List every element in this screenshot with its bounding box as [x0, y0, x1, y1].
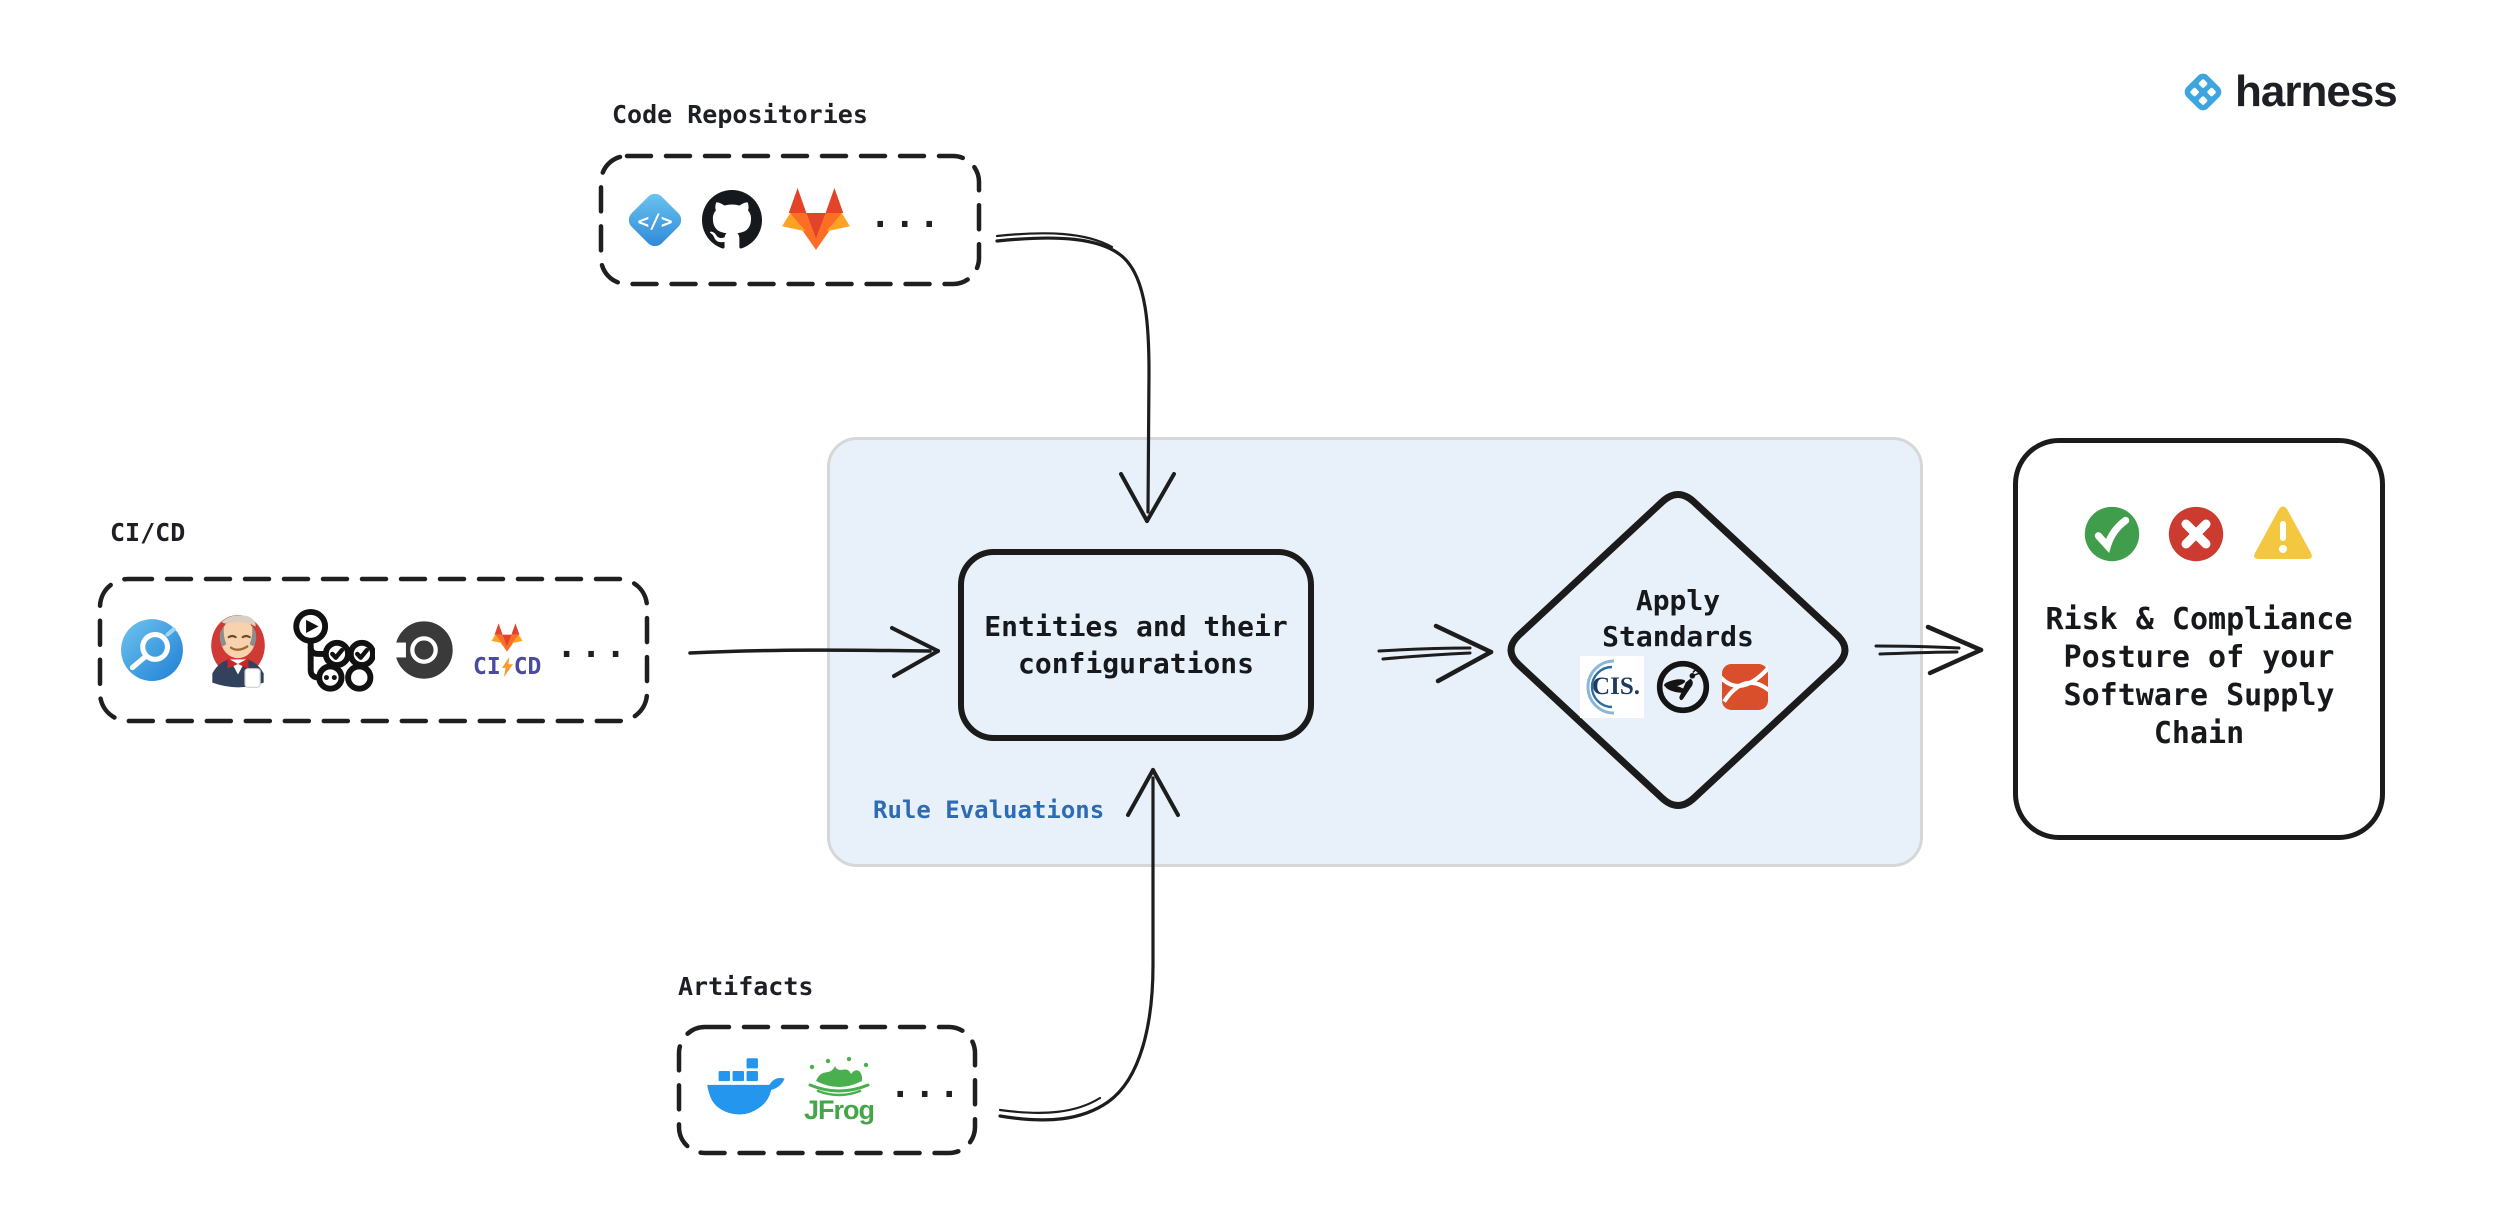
- github-actions-icon: [293, 608, 375, 692]
- jfrog-icon: JFrog: [802, 1056, 876, 1125]
- github-icon: [702, 190, 762, 249]
- gitlab-cicd-icon: CI CD: [473, 622, 541, 679]
- standards-logos-row: CIS.: [1580, 656, 1768, 718]
- gitlab-ci-text: CI: [473, 653, 501, 680]
- owasp-icon: [1656, 660, 1710, 714]
- cis-text: CIS.: [1592, 673, 1640, 700]
- code-repositories-box: </> ...: [598, 153, 982, 287]
- artifacts-box: JFrog ...: [676, 1024, 978, 1156]
- outcome-box: Risk & Compliance Posture of your Softwa…: [2013, 438, 2385, 840]
- docker-icon: [707, 1058, 785, 1115]
- brand-wordmark: harness: [2235, 67, 2398, 116]
- gitlab-cd-text: CD: [513, 653, 542, 680]
- harness-ci-icon: [121, 619, 183, 681]
- cis-arcs: [1586, 659, 1615, 715]
- cross-circle-icon: [2168, 506, 2224, 562]
- cicd-label: CI/CD: [110, 518, 186, 547]
- apply-standards-diamond: [1507, 491, 1849, 809]
- apply-standards-text: Apply Standards: [1602, 584, 1754, 653]
- entities-node: Entities and their configurations: [958, 549, 1314, 741]
- entities-text: Entities and their configurations: [984, 610, 1288, 680]
- harness-code-icon: </>: [628, 193, 682, 247]
- ribbon-standard-icon: [1722, 664, 1768, 710]
- code-repositories-label: Code Repositories: [612, 100, 868, 129]
- gitlab-fox-icon: [491, 622, 523, 652]
- more-ellipsis: ...: [556, 626, 630, 666]
- more-ellipsis: ...: [890, 1066, 964, 1106]
- gitlab-icon: [782, 187, 850, 250]
- jenkins-icon: [211, 615, 265, 688]
- brand-logo: harness: [2180, 66, 2398, 118]
- harness-diamond-icon: [2184, 73, 2222, 111]
- artifacts-label: Artifacts: [678, 972, 814, 1001]
- jfrog-splash-icon: [808, 1056, 870, 1096]
- status-icons-row: [2018, 505, 2380, 563]
- check-circle-icon: [2084, 506, 2140, 562]
- rule-evaluations-label: Rule Evaluations: [873, 796, 1105, 824]
- jfrog-label: JFrog: [803, 1094, 875, 1125]
- circleci-icon: [390, 621, 453, 679]
- outcome-text: Risk & Compliance Posture of your Softwa…: [2045, 602, 2353, 751]
- more-ellipsis: ...: [870, 196, 944, 236]
- cicd-box: CI CD ...: [97, 576, 650, 724]
- cis-logo: CIS.: [1580, 656, 1644, 718]
- lightning-bolt-icon: [501, 656, 513, 678]
- svg-text:</>: </>: [638, 210, 673, 233]
- warning-triangle-icon: [2254, 506, 2312, 559]
